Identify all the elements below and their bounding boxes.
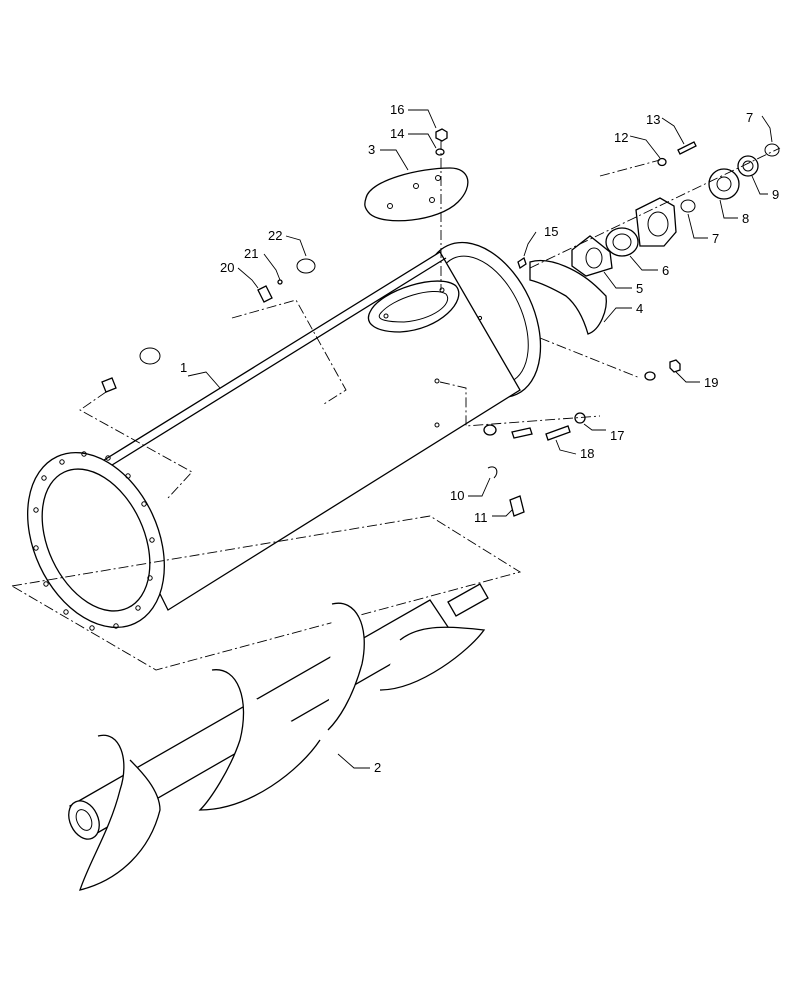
bolt-13 bbox=[677, 141, 697, 155]
washer-17 bbox=[574, 412, 586, 424]
clip-left bbox=[101, 377, 117, 393]
centerline-20 bbox=[231, 299, 347, 405]
tube-assembly bbox=[27, 241, 542, 631]
centerline-left bbox=[79, 391, 193, 499]
flight-3 bbox=[327, 602, 365, 731]
bearing-6 bbox=[605, 227, 639, 257]
snap-ring-7-top bbox=[764, 143, 780, 157]
nut-19 bbox=[669, 359, 681, 373]
callout-13: 13 bbox=[646, 112, 660, 127]
bracket-4 bbox=[529, 260, 607, 335]
callout-15: 15 bbox=[544, 224, 558, 239]
washer-14 bbox=[435, 148, 445, 156]
callout-8: 8 bbox=[742, 211, 749, 226]
callout-6: 6 bbox=[662, 263, 669, 278]
callout-19: 19 bbox=[704, 375, 718, 390]
top-cover-plate bbox=[364, 167, 469, 222]
bolt-11 bbox=[509, 495, 525, 517]
nut-16 bbox=[435, 128, 448, 142]
leader-lines bbox=[187, 109, 773, 769]
bracket-5 bbox=[571, 235, 613, 277]
callout-18: 18 bbox=[580, 446, 594, 461]
centerline-19 bbox=[539, 337, 641, 379]
callout-2: 2 bbox=[374, 760, 381, 775]
bolt-left bbox=[511, 427, 533, 439]
auger-spline-end bbox=[447, 583, 489, 617]
callout-9: 9 bbox=[772, 187, 779, 202]
callout-5: 5 bbox=[636, 281, 643, 296]
snap-ring-7 bbox=[680, 199, 696, 213]
pin-21 bbox=[277, 279, 283, 285]
bolt-18 bbox=[545, 425, 571, 441]
washer-19 bbox=[644, 371, 656, 381]
callout-3: 3 bbox=[368, 142, 375, 157]
washer-9 bbox=[737, 155, 759, 177]
centerline-auger-box bbox=[10, 515, 522, 671]
callout-labels: 1 2 3 4 5 6 7 7 8 9 10 11 12 13 14 15 16… bbox=[180, 102, 779, 775]
washer-12 bbox=[657, 157, 667, 167]
auger-end bbox=[68, 800, 100, 840]
centerline-17 bbox=[439, 381, 601, 427]
sprocket-8 bbox=[708, 168, 740, 200]
callout-7a: 7 bbox=[712, 231, 719, 246]
flight-4 bbox=[379, 626, 486, 691]
centerline-bolt13 bbox=[599, 159, 661, 177]
callout-12: 12 bbox=[614, 130, 628, 145]
callout-16: 16 bbox=[390, 102, 404, 117]
callout-11: 11 bbox=[474, 510, 488, 525]
clip-10 bbox=[487, 466, 498, 479]
callout-22: 22 bbox=[268, 228, 282, 243]
clamp-22 bbox=[296, 258, 316, 274]
bolt-15 bbox=[517, 256, 527, 270]
hose-clamp-left bbox=[139, 347, 161, 365]
plate-flange bbox=[635, 197, 677, 247]
washer-left bbox=[483, 424, 497, 436]
callout-10: 10 bbox=[450, 488, 464, 503]
callout-20: 20 bbox=[220, 260, 234, 275]
callout-4: 4 bbox=[636, 301, 643, 316]
front-flange-opening bbox=[41, 468, 151, 612]
block-20 bbox=[257, 285, 273, 303]
auger bbox=[68, 583, 489, 891]
callout-21: 21 bbox=[244, 246, 258, 261]
callout-7b: 7 bbox=[746, 110, 753, 125]
flight-2 bbox=[198, 669, 321, 811]
flight-1 bbox=[79, 734, 161, 891]
callout-17: 17 bbox=[610, 428, 624, 443]
callout-1: 1 bbox=[180, 360, 187, 375]
tube-highlight bbox=[103, 257, 447, 471]
front-flange-bolt-holes bbox=[33, 451, 155, 631]
tube-top-opening bbox=[367, 280, 460, 333]
callout-14: 14 bbox=[390, 126, 404, 141]
